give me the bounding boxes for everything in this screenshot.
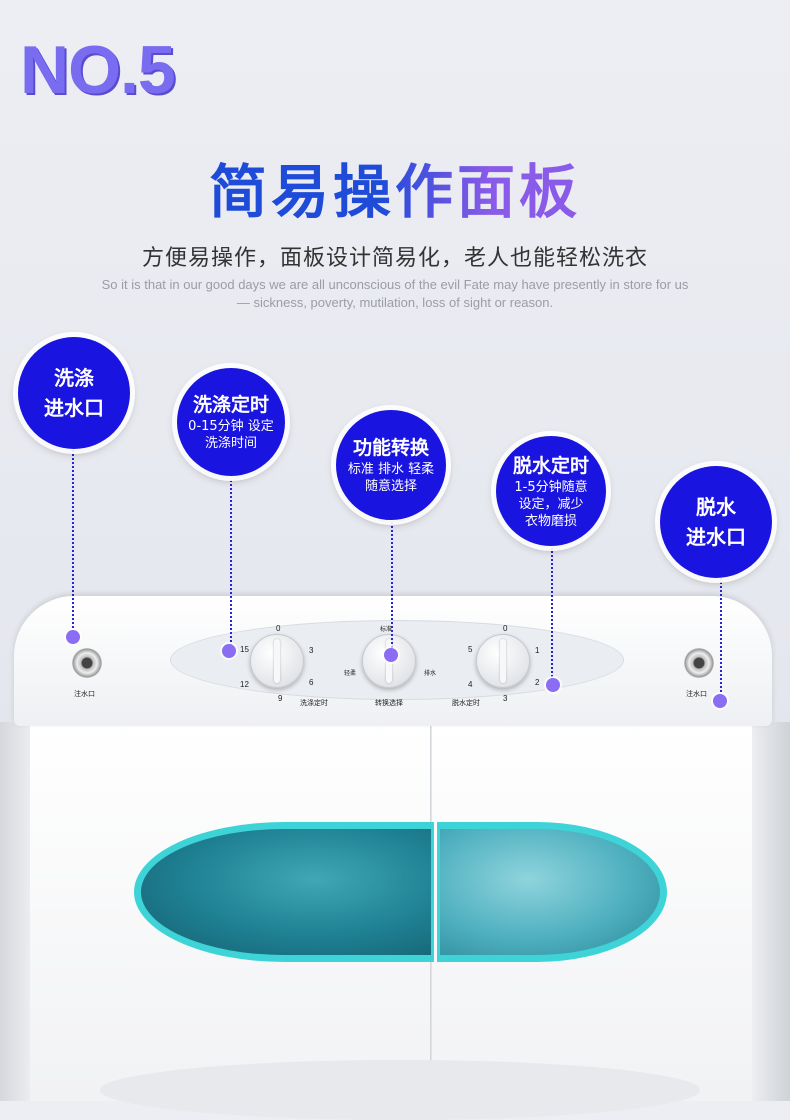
page-title: 简易操作面板: [0, 152, 790, 232]
callout-title-line: 洗涤: [54, 366, 94, 390]
knob2-label: 转换选择: [375, 699, 403, 707]
callout-title-line: 进水口: [686, 525, 746, 549]
knob1-tick: 6: [309, 678, 314, 687]
function-switch-marker: [384, 648, 398, 662]
spin-inlet-port-icon: [684, 648, 714, 678]
callout-title: 脱水定时: [512, 454, 589, 477]
knob1-tick: 3: [309, 646, 314, 655]
callout-wash-inlet: 洗涤 进水口: [18, 337, 130, 449]
knob3-tick: 1: [535, 646, 540, 655]
wash-tub-window: [134, 822, 434, 962]
left-port-label: 注水口: [74, 690, 95, 698]
english-line-2: — sickness, poverty, mutilation, loss of…: [236, 295, 554, 310]
machine-side-left: [0, 722, 32, 1101]
callout-desc-line: 设定，减少: [518, 496, 584, 512]
callout-spin-timer: 脱水定时 1-5分钟随意 设定，减少 衣物磨损: [496, 436, 606, 546]
knob1-label: 洗涤定时: [300, 699, 328, 707]
callout-title: 洗涤定时: [192, 394, 269, 416]
callout-title-line: 进水口: [44, 396, 104, 420]
function-switch-leader-line: [391, 522, 393, 652]
knob2-tick: 标准: [380, 627, 393, 633]
callout-desc-line: 0-15分钟 设定: [188, 419, 274, 434]
callout-desc-line: 衣物磨损: [524, 513, 577, 529]
spin-timer-knob[interactable]: [476, 634, 530, 688]
callout-desc-line: 洗涤时间: [204, 436, 257, 451]
wash-inlet-marker: [66, 630, 80, 644]
knob2-tick: 排水: [424, 671, 437, 677]
wash-inlet-leader-line: [72, 450, 74, 632]
wash-inlet-port-icon: [72, 648, 102, 678]
machine-base: [100, 1060, 700, 1120]
callout-desc-line: 标准 排水 轻柔: [347, 462, 435, 477]
english-line-1: So it is that in our good days we are al…: [101, 277, 689, 292]
callout-title: 功能转换: [352, 437, 429, 459]
knob3-tick: 3: [503, 694, 508, 703]
callout-desc-line: 1-5分钟随意: [514, 479, 588, 495]
right-port-label: 注水口: [686, 690, 707, 698]
knob1-tick: 12: [240, 680, 249, 689]
spin-timer-marker: [546, 678, 560, 692]
spin-tub-window: [437, 822, 667, 962]
callout-title-line: 脱水: [696, 495, 736, 519]
spin-inlet-leader-line: [720, 578, 722, 696]
knob1-tick: 0: [276, 624, 281, 633]
callout-wash-timer: 洗涤定时 0-15分钟 设定 洗涤时间: [177, 368, 285, 476]
spin-inlet-marker: [713, 694, 727, 708]
knob2-tick: 轻柔: [344, 671, 357, 677]
callout-function-switch: 功能转换 标准 排水 轻柔 随意选择: [336, 410, 446, 520]
knob3-label: 脱水定时: [452, 699, 480, 707]
wash-timer-leader-line: [230, 480, 232, 646]
wash-timer-marker: [222, 644, 236, 658]
knob3-tick: 0: [503, 624, 508, 633]
subtitle: 方便易操作，面板设计简易化，老人也能轻松洗衣: [141, 246, 648, 271]
callout-spin-inlet: 脱水 进水口: [660, 466, 772, 578]
wash-timer-knob[interactable]: [250, 634, 304, 688]
knob1-tick: 15: [240, 645, 249, 654]
callout-desc-line: 随意选择: [364, 479, 417, 494]
machine-side-right: [752, 722, 790, 1101]
knob3-tick: 5: [468, 645, 473, 654]
knob1-tick: 9: [278, 694, 283, 703]
knob3-tick: 2: [535, 678, 540, 687]
knob3-tick: 4: [468, 680, 473, 689]
spin-timer-leader-line: [551, 548, 553, 680]
section-badge: NO.5: [20, 32, 176, 108]
